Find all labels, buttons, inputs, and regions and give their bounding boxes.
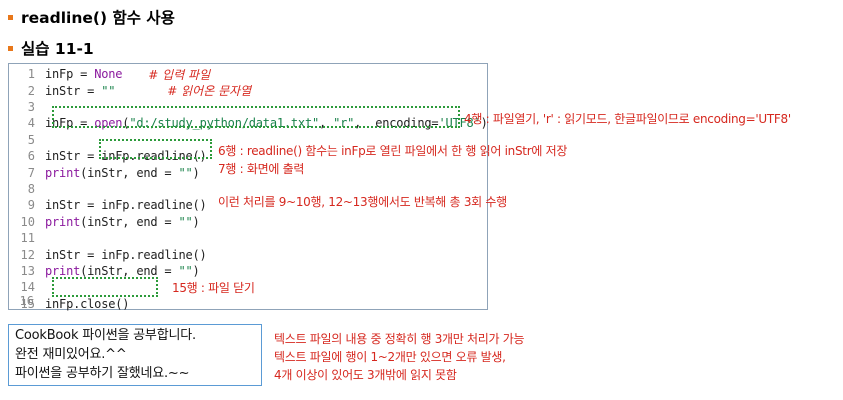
code-line: 6 inStr = inFp.readline()	[9, 148, 207, 164]
highlight-close	[52, 277, 158, 297]
exercise-heading-text: 실습 11-1	[21, 40, 94, 58]
code-comment: # 읽어온 문자열	[167, 84, 252, 99]
line-number: 8	[27, 181, 35, 196]
note-line: 텍스트 파일의 내용 중 정확히 행 3개만 처리가 가능	[274, 332, 525, 346]
highlight-readline	[99, 139, 212, 159]
bullet-icon	[8, 45, 13, 51]
code-line: 5	[9, 132, 45, 148]
code-line: 11	[9, 230, 45, 246]
code-text: print(inStr, end = "")	[45, 214, 200, 229]
code-line: 2 inStr = "" # 읽어온 문자열	[9, 82, 252, 99]
console-output-panel: CookBook 파이썬을 공부합니다. 완전 재미있어요.^^ 파이썬을 공부…	[8, 324, 262, 386]
code-line: 9 inStr = inFp.readline()	[9, 197, 207, 213]
section-heading-text: readline() 함수 사용	[21, 9, 175, 27]
code-line: 7 print(inStr, end = "")	[9, 164, 200, 180]
annotation-line-4: 4행 : 파일열기, 'r' : 읽기모드, 한글파일이므로 encoding=…	[464, 112, 791, 126]
line-number: 10	[20, 214, 35, 229]
code-line: 3	[9, 99, 45, 115]
line-number: 2	[27, 83, 35, 98]
annotation-line-6: 6행 : readline() 함수는 inFp로 열린 파일에서 한 행 읽어…	[218, 144, 568, 158]
line-number: 5	[27, 132, 35, 147]
code-line: 1 inFp = None # 입력 파일	[9, 66, 210, 82]
code-text: print(inStr, end = "")	[45, 263, 200, 278]
line-number: 9	[27, 198, 35, 213]
code-text: print(inStr, end = "")	[45, 165, 200, 180]
code-line: 10 print(inStr, end = "")	[9, 214, 200, 230]
code-line: 8	[9, 181, 45, 197]
code-line: 14	[9, 279, 45, 295]
line-number: 6	[27, 149, 35, 164]
bullet-icon	[8, 14, 13, 20]
line-number: 14	[20, 280, 35, 295]
code-text: inStr = ""	[45, 83, 116, 98]
line-number: 16	[19, 294, 34, 309]
highlight-line-4	[52, 106, 460, 128]
output-line: CookBook 파이썬을 공부합니다.	[15, 328, 196, 343]
line-number: 15	[20, 296, 35, 311]
code-line: 12 inStr = inFp.readline()	[9, 246, 207, 262]
code-line: 16	[8, 293, 44, 309]
line-number: 12	[20, 247, 35, 262]
output-line: 완전 재미있어요.^^	[15, 347, 127, 362]
annotation-line-15: 15행 : 파일 닫기	[172, 281, 255, 295]
code-text: inFp.close()	[45, 296, 130, 311]
line-number: 7	[27, 165, 35, 180]
annotation-repeat: 이런 처리를 9~10행, 12~13행에서도 반복해 총 3회 수행	[218, 195, 507, 209]
code-text: inStr = inFp.readline()	[45, 247, 207, 262]
note-line: 텍스트 파일에 행이 1~2개만 있으면 오류 발생,	[274, 350, 506, 364]
code-line: 13 print(inStr, end = "")	[9, 263, 200, 279]
output-line: 파이썬을 공부하기 잘했네요.~~	[15, 366, 190, 381]
line-number: 11	[20, 231, 35, 246]
line-number: 4	[27, 116, 35, 131]
line-number: 13	[20, 263, 35, 278]
code-text: inStr = inFp.readline()	[45, 198, 207, 213]
code-text: inStr = inFp.readline()	[45, 149, 207, 164]
annotation-line-7: 7행 : 화면에 출력	[218, 162, 305, 176]
line-number: 3	[27, 99, 35, 114]
code-editor-panel: 1 inFp = None # 입력 파일 2 inStr = "" # 읽어온…	[8, 63, 488, 312]
section-heading: readline() 함수 사용	[6, 6, 175, 28]
code-text: inFp = None	[45, 67, 123, 82]
code-comment: # 입력 파일	[148, 67, 211, 82]
line-number: 1	[27, 67, 35, 82]
exercise-heading: 실습 11-1	[6, 37, 94, 59]
note-line: 4개 이상이 있어도 3개밖에 읽지 못함	[274, 368, 457, 382]
code-line: 15 inFp.close()	[9, 296, 130, 312]
